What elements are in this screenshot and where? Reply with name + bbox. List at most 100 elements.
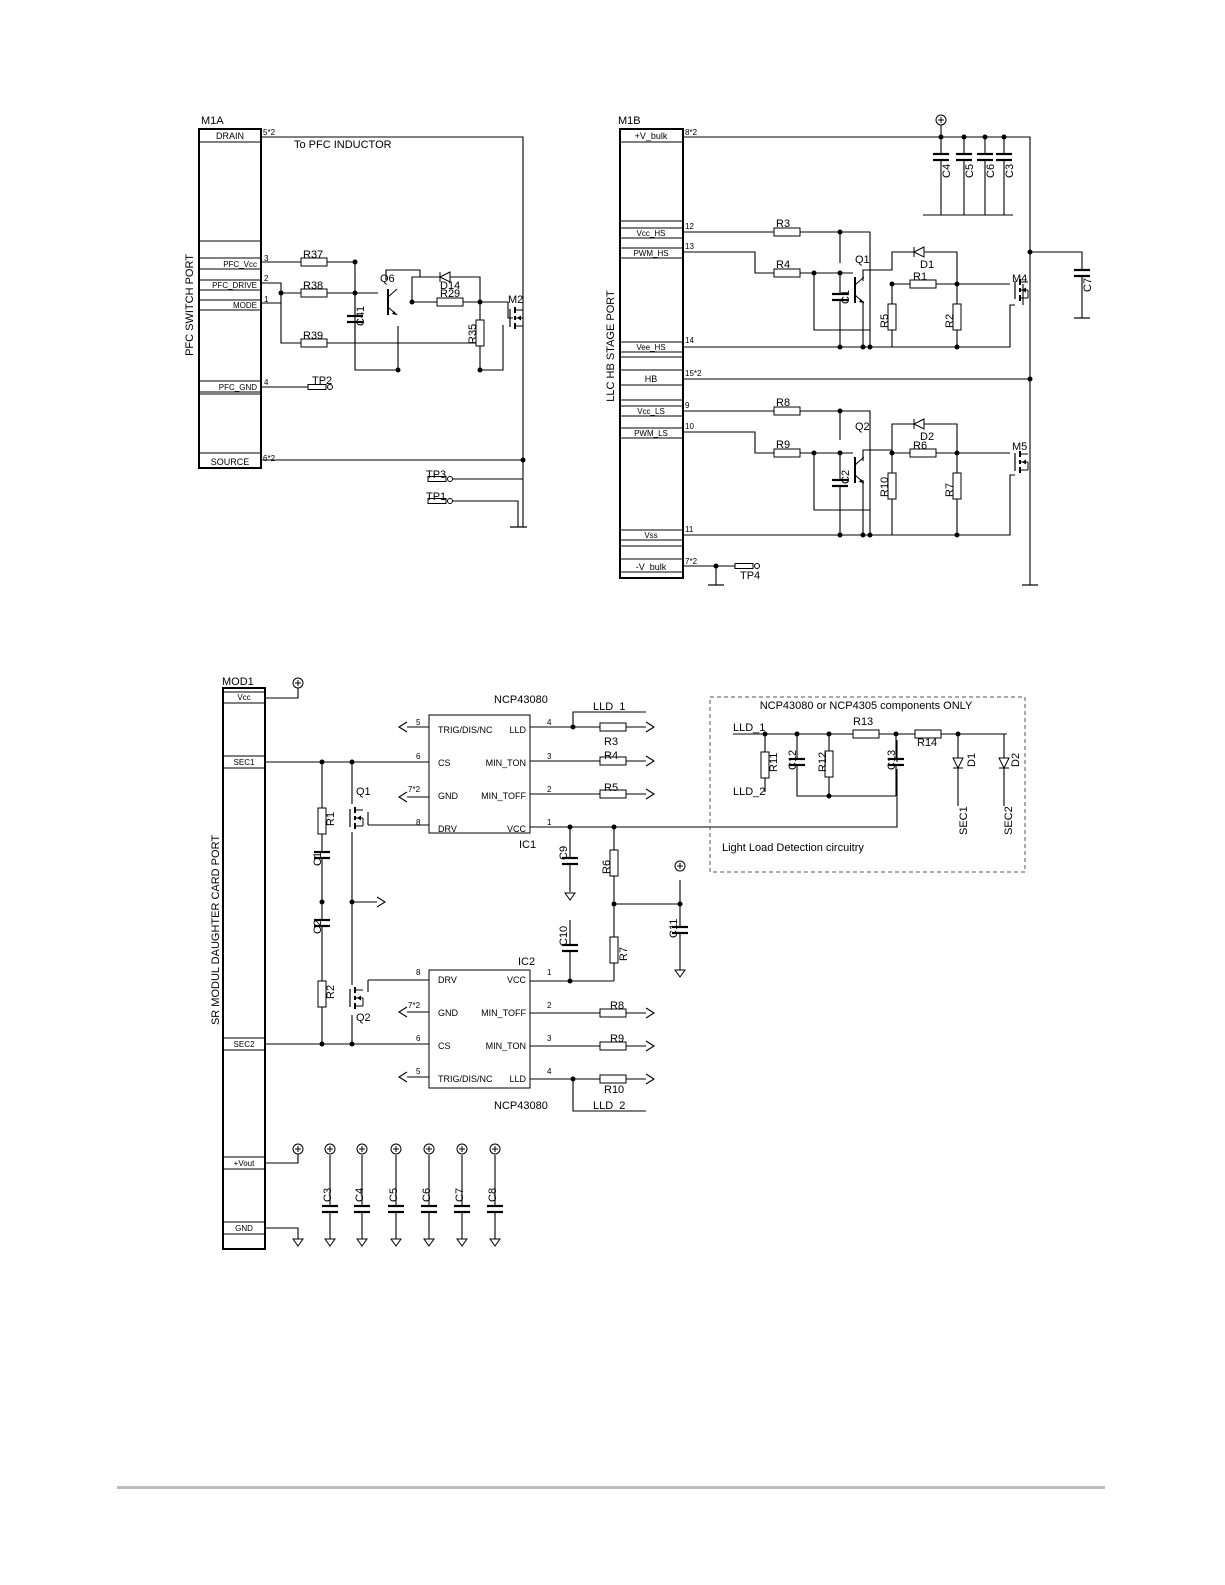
part-label: R2 <box>944 314 956 328</box>
part-label: D2 <box>1010 753 1022 767</box>
pfc-port-label: PFC SWITCH PORT <box>184 254 196 356</box>
net-label: SEC2 <box>1003 806 1015 835</box>
llc-pin-num: 11 <box>685 525 694 534</box>
ic2-pin-num: 4 <box>547 1067 552 1076</box>
part-label: Q6 <box>380 273 395 285</box>
sr-pin-label: GND <box>235 1224 253 1233</box>
llc-wiring <box>683 124 1090 586</box>
plus-supply-icon <box>292 1143 304 1155</box>
part-label: C3 <box>322 1188 334 1202</box>
gnd-arrow-icon <box>645 788 655 800</box>
llc-pin-label: Vcc_HS <box>637 229 666 238</box>
ic2-name: IC2 <box>518 956 535 968</box>
ic1-pin: VCC <box>507 824 527 834</box>
part-label: R4 <box>776 259 790 271</box>
sr-pin-label: SEC2 <box>234 1040 255 1049</box>
sr-port-label: SR MODUL DAUGHTER CARD PORT <box>210 835 222 1025</box>
m5-mosfet <box>1014 450 1029 474</box>
part-label: R7 <box>944 483 956 497</box>
ic1-pin-num: 4 <box>547 718 552 727</box>
pfc-pin-label: PFC_DRIVE <box>212 281 257 290</box>
ic2-pin: DRV <box>438 975 457 985</box>
part-label: C4 <box>941 164 953 178</box>
llc-hb-label: HB <box>645 374 658 384</box>
lld-box-title: NCP43080 or NCP4305 components ONLY <box>760 700 973 712</box>
c3-capacitor <box>320 1204 340 1214</box>
ic1-pin-num: 6 <box>416 752 421 761</box>
gnd-arrow-icon <box>645 1073 655 1085</box>
gnd-triangle-icon <box>674 969 686 978</box>
r7-resistor <box>609 936 619 964</box>
llc-pin-num: 10 <box>685 422 694 431</box>
pfc-pin-label: MODE <box>233 301 257 310</box>
part-label: R6 <box>601 860 613 874</box>
gnd-triangle-icon <box>292 1238 304 1247</box>
part-label: R13 <box>853 716 873 728</box>
part-label: R1 <box>325 812 337 826</box>
c4-capacitor <box>931 152 951 162</box>
llc-pin-num: 14 <box>685 336 694 345</box>
part-label: R14 <box>917 737 937 749</box>
c7-capacitor <box>452 1204 472 1214</box>
llc-pin-label: PWM_HS <box>633 249 668 258</box>
llc-pin-label: PWM_LS <box>634 429 668 438</box>
sr-pin-label: Vcc <box>237 693 250 702</box>
footer-divider <box>117 1486 1105 1489</box>
c8-capacitor <box>485 1204 505 1214</box>
part-label: C7 <box>1082 278 1094 292</box>
lld-box-caption: Light Load Detection circuitry <box>722 842 864 854</box>
pfc-drain-pin: 5*2 <box>263 128 276 137</box>
part-label: R8 <box>776 397 790 409</box>
ic1-pin-num: 2 <box>547 785 552 794</box>
gnd-arrow-icon <box>376 896 386 908</box>
part-label: R3 <box>776 218 790 230</box>
part-label: R6 <box>913 440 927 452</box>
llc-pin-label: Vss <box>644 531 657 540</box>
footer-link[interactable] <box>128 1570 269 1582</box>
c5-capacitor <box>954 152 974 162</box>
c3-capacitor <box>994 152 1014 162</box>
part-label: R9 <box>610 1033 624 1045</box>
q2-mosfet <box>349 986 364 1010</box>
pfc-module-name: M1A <box>201 115 224 127</box>
part-label: TP3 <box>426 469 446 481</box>
part-label: R38 <box>303 280 323 292</box>
gnd-triangle-icon <box>564 892 576 901</box>
pfc-pin-num: 4 <box>264 378 269 387</box>
llc-vbulk-p-label: +V_bulk <box>635 131 668 141</box>
gnd-triangle-icon <box>356 1238 368 1247</box>
part-label: TP4 <box>740 570 760 582</box>
llc-pin-num: 7*2 <box>685 557 698 566</box>
gnd-arrow-icon <box>398 721 408 733</box>
ic1-pin-num: 5 <box>416 718 421 727</box>
ic2-pin-num: 7*2 <box>408 1001 421 1010</box>
c4-capacitor <box>352 1204 372 1214</box>
ic2-box <box>428 969 531 1089</box>
part-label: R29 <box>440 288 460 300</box>
gnd-arrow-icon <box>398 1006 408 1018</box>
gnd-triangle-icon <box>390 1238 402 1247</box>
part-label: R5 <box>604 782 618 794</box>
r3-resistor <box>599 722 627 732</box>
llc-connector <box>619 128 684 579</box>
ic2-pin-num: 8 <box>416 968 421 977</box>
llc-pin-num: 8*2 <box>685 128 698 137</box>
llc-pin-num: 15*2 <box>685 369 702 378</box>
sr-pin-label: +Vout <box>234 1159 255 1168</box>
ic2-pin-num: 2 <box>547 1001 552 1010</box>
gnd-triangle-icon <box>456 1238 468 1247</box>
pfc-pin-num: 2 <box>264 274 269 283</box>
footer-link[interactable] <box>535 1498 687 1512</box>
gnd-arrow-icon <box>398 791 408 803</box>
part-label: M4 <box>1012 273 1027 285</box>
part-label: Q1 <box>855 254 870 266</box>
plus-supply-icon <box>674 860 686 872</box>
pfc-inductor-note: To PFC INDUCTOR <box>294 139 392 151</box>
pfc-pin-label: PFC_Vcc <box>223 260 257 269</box>
part-label: C1 <box>840 290 852 304</box>
pfc-connector <box>198 128 262 469</box>
d1-diode <box>952 757 964 769</box>
part-label: C8 <box>487 1188 499 1202</box>
part-label: R4 <box>604 750 618 762</box>
